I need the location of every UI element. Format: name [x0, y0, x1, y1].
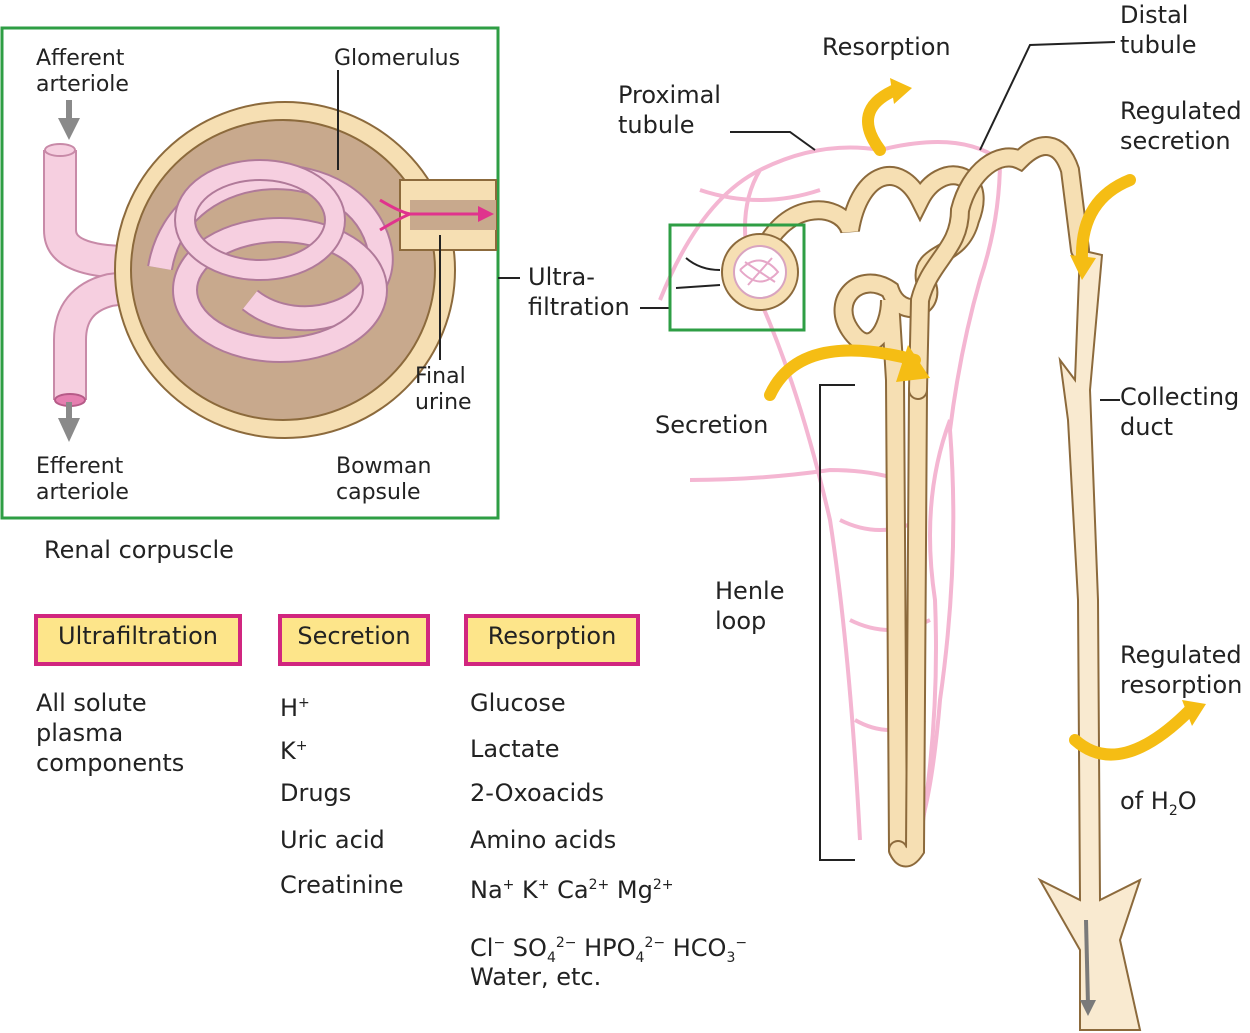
secretion-item: K+ [280, 737, 308, 765]
small-arrow-icon [675, 257, 721, 289]
final-urine-label: Final urine [415, 364, 472, 415]
secretion-item: Uric acid [280, 826, 385, 854]
resorption-item: Lactate [470, 735, 560, 763]
resorption-item: 2-Oxoacids [470, 779, 604, 807]
secretion-label: Secretion [655, 411, 769, 439]
renal-corpuscle-caption: Renal corpuscle [44, 536, 234, 564]
glomerulus [147, 159, 394, 363]
henle-loop-label: Henle loop [715, 577, 785, 635]
renal-corpuscle-frame [0, 26, 500, 520]
regulated-resorption-label: Regulated resorption [1120, 641, 1243, 699]
ultrafiltration-header: Ultrafiltration [34, 614, 242, 666]
resorption-item: Cl− SO42− HPO42− HCO3− [470, 934, 748, 966]
arrow-heads [890, 78, 1206, 726]
resorption-item: Na+ K+ Ca2+ Mg2+ [470, 876, 674, 904]
flow-arrow-icon [58, 100, 80, 442]
secretion-item: H+ [280, 694, 310, 722]
distal-tubule-label: Distal tubule [1120, 1, 1197, 59]
filtrate-arrow-icon [379, 198, 494, 232]
regulated-secretion-label: Regulated secretion [1120, 97, 1242, 155]
ultrafiltration-text: All solute plasma components [36, 689, 185, 777]
collecting-duct-label: Collecting duct [1120, 383, 1240, 441]
bowman-capsule-label: Bowman capsule [336, 454, 432, 505]
secretion-header: Secretion [278, 614, 430, 666]
resorption-label: Resorption [822, 33, 951, 61]
proximal-tubule [750, 136, 1090, 868]
transport-arrow-icons [764, 84, 1196, 761]
secretion-item: Creatinine [280, 871, 404, 899]
ultrafiltration-label: Ultra- filtration [528, 263, 630, 321]
resorption-item: Amino acids [470, 826, 617, 854]
secretion-item: Drugs [280, 779, 352, 807]
resorption-item: Glucose [470, 689, 566, 717]
water-resorption-label: of H2O [1120, 787, 1197, 819]
proximal-tubule-label: Proximal tubule [618, 81, 721, 139]
efferent-arteriole-label: Efferent arteriole [36, 454, 129, 505]
nephron-leader-lines [730, 41, 1120, 861]
resorption-item: Water, etc. [470, 963, 602, 991]
afferent-arteriole-label: Afferent arteriole [36, 46, 129, 97]
resorption-header: Resorption [464, 614, 640, 666]
small-glomerulus [668, 223, 806, 332]
leader-lines [337, 70, 670, 360]
glomerulus-label: Glomerulus [334, 46, 461, 71]
collecting-duct [1037, 248, 1142, 1031]
